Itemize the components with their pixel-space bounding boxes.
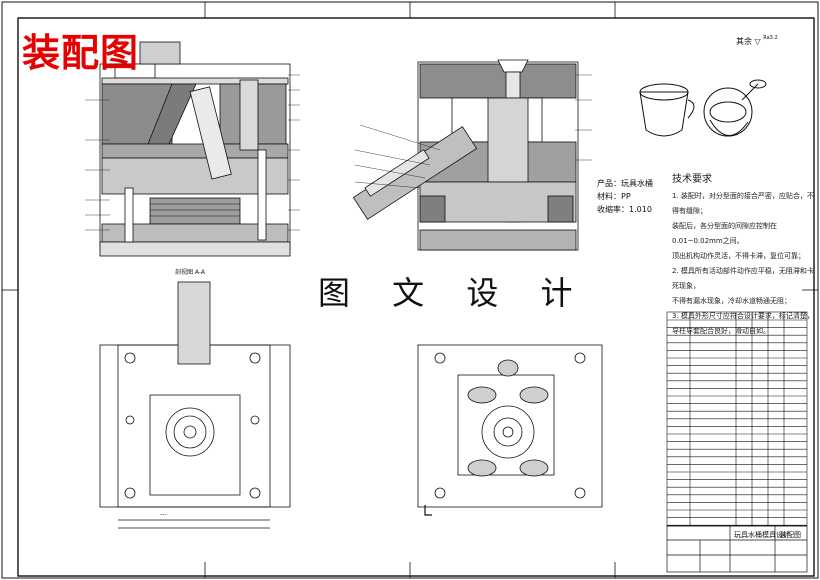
tech-line: 3. 模具外形尺寸应符合设计要求，标记清楚， [672,312,814,320]
caption-bottom-dims: --- [160,511,167,518]
plan-view-right [417,344,603,516]
plan-view-left [99,281,291,529]
roughness-value: Ra3.2 [763,35,778,41]
shrink-row: 收缩率：1.010 [597,204,652,215]
material-value: PP [621,192,631,201]
tech-line: 1. 装配时，对分型面的接合严密，应贴合，不得有缝隙； [672,192,814,215]
parts-list-table [666,311,808,527]
material-label: 材料： [597,192,621,201]
tech-requirements: 技术要求 1. 装配时，对分型面的接合严密，应贴合，不得有缝隙； 装配后，各分型… [672,172,814,339]
product-name-row: 产品：玩具水桶 [597,178,653,189]
material-row: 材料：PP [597,191,631,202]
tech-line: 不得有漏水现象，冷却水道畅通无阻； [672,297,791,305]
center-title: 图 文 设 计 [318,274,589,312]
title-block-doc: 装配图 [780,531,801,539]
tech-line: 2. 模具所有活动部件动作应平稳，无阻滞和卡死现象， [672,267,814,290]
title-block-name: 玩具水桶模具设计 [734,531,790,539]
title-block [666,525,808,573]
roughness-label: 其余 [736,37,752,46]
product-name-value: 玩具水桶 [621,179,653,188]
part-sketch-bucket [639,83,695,137]
shrink-label: 收缩率： [597,205,629,214]
inner-frame [17,17,815,577]
part-sketch-bucket-iso [703,79,767,137]
tech-line: 导柱导套配合良好，滑动自如。 [672,327,770,335]
roughness-symbol: 其余 ▽ Ra3.2 [736,35,778,47]
shrink-value: 1.010 [629,205,652,214]
tech-line: 顶出机构动作灵活，不得卡滞，复位可靠； [672,252,805,260]
overlay-title: 装配图 [22,31,140,75]
roughness-check-icon: ▽ [754,37,761,46]
side-section-view [352,59,592,251]
tech-line: 装配后，各分型面的间隙应控制在 [672,222,777,230]
tech-heading: 技术要求 [672,174,712,185]
main-section-view [85,41,300,257]
tech-line: 0.01~0.02mm之间。 [672,237,744,245]
product-name-label: 产品： [597,179,621,188]
caption-section-aa: 剖视图 A-A [175,269,206,276]
